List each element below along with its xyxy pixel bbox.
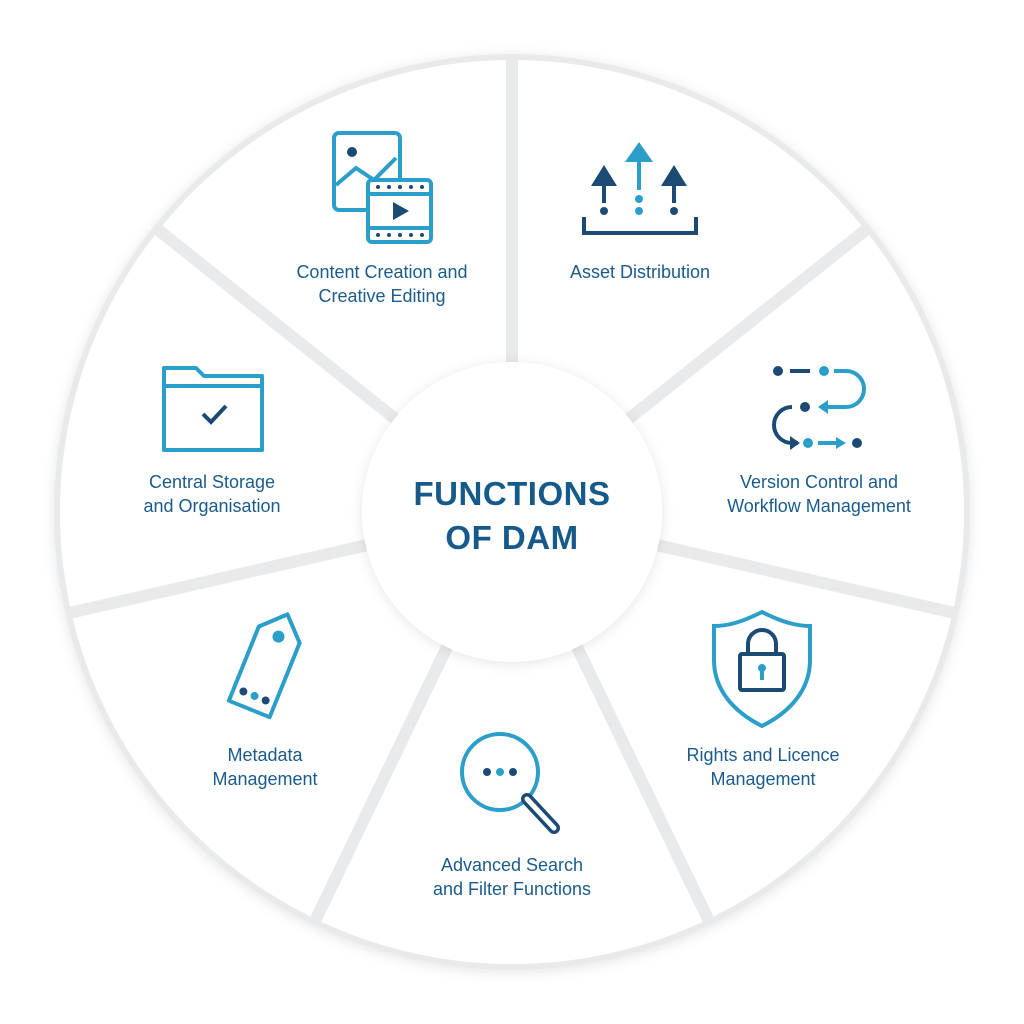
segment-image-video (162, 60, 507, 421)
shield-lock-icon (712, 609, 812, 729)
workflow-icon (772, 366, 866, 450)
label-central-storage: Central Storage and Organisation (143, 470, 280, 518)
label-line: Rights and Licence (686, 745, 840, 765)
label-line: Advanced Search (440, 855, 584, 875)
label-line: Management (710, 769, 816, 789)
label-line: Metadata (227, 745, 303, 765)
title-line-1: FUNCTIONS (413, 475, 611, 512)
label-line: and Organisation (143, 496, 281, 516)
asset-distribution-icon (582, 142, 698, 235)
label-line: Creative Editing (318, 286, 446, 306)
label-content-creation: Content Creation and Creative Editing (296, 260, 467, 308)
label-line: Management (212, 769, 318, 789)
segment-folder-check (60, 234, 399, 607)
label-version-control: Version Control and Workflow Management (727, 470, 911, 518)
label-rights-licence: Rights and Licence Management (686, 743, 839, 791)
center-circle (362, 362, 662, 662)
label-metadata: Metadata Management (212, 743, 317, 791)
label-line: Content Creation and (296, 262, 468, 282)
diagram-title: FUNCTIONS OF DAM (414, 472, 611, 560)
segment-shield-lock (578, 548, 952, 917)
label-line: Version Control and (739, 472, 899, 492)
segment-asset-distribution (517, 60, 862, 421)
image-video-icon (332, 131, 433, 244)
folder-check-icon (162, 366, 264, 452)
label-line: Central Storage (148, 472, 276, 492)
title-line-2: OF DAM (445, 519, 579, 556)
label-line: Workflow Management (727, 496, 911, 516)
label-line: Asset Distribution (569, 262, 711, 282)
label-line: and Filter Functions (432, 879, 592, 899)
segment-tag (72, 548, 446, 917)
segment-search (321, 640, 703, 964)
label-advanced-search: Advanced Search and Filter Functions (433, 853, 591, 901)
segment-workflow (625, 234, 964, 607)
search-icon (460, 732, 560, 834)
label-asset-distribution: Asset Distribution (570, 260, 710, 284)
tag-icon (226, 612, 302, 720)
